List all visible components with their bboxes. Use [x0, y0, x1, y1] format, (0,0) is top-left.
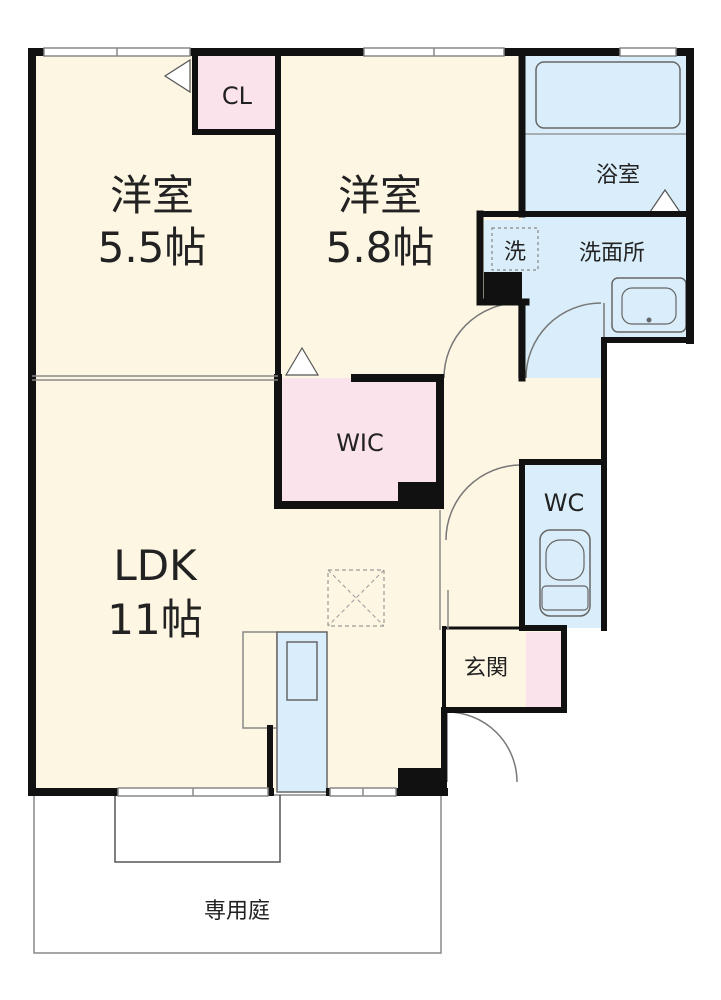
- wc-label: WC: [544, 489, 585, 517]
- bathtub: [522, 61, 690, 213]
- bath-label: 浴室: [596, 163, 640, 188]
- wic-label: WIC: [336, 429, 384, 457]
- opening-marks: [163, 58, 320, 376]
- washer-space: [484, 220, 522, 272]
- western-room-2-size: 5.8帖: [326, 223, 435, 272]
- room-fills: [32, 52, 690, 792]
- washer-mark: [491, 227, 539, 271]
- kitchen-counter: [242, 631, 328, 793]
- wash-basin: [611, 277, 687, 333]
- western-room-2-name: 洋室: [338, 171, 422, 220]
- cl-floor: [195, 52, 278, 132]
- ldk-name: LDK: [113, 541, 198, 590]
- entrance-label: 玄関: [464, 656, 508, 681]
- western-room-1-name: 洋室: [110, 171, 194, 220]
- garden-label: 専用庭: [204, 899, 270, 924]
- toilet: [539, 529, 591, 617]
- ldk-size: 11帖: [107, 595, 202, 644]
- shoe-box-floor: [526, 632, 562, 708]
- garden: [33, 794, 442, 954]
- washer-label: 洗: [504, 240, 526, 265]
- wic-floor: [278, 378, 440, 502]
- room-labels: 洋室 5.5帖 洋室 5.8帖 LDK 11帖 CL WIC 浴室 洗面所 洗 …: [98, 82, 645, 924]
- cl-label: CL: [222, 82, 253, 110]
- windows: [32, 47, 677, 797]
- western-room-1-size: 5.5帖: [98, 223, 207, 272]
- ldk-ceiling-mark: [327, 569, 385, 627]
- washroom-label: 洗面所: [579, 241, 645, 266]
